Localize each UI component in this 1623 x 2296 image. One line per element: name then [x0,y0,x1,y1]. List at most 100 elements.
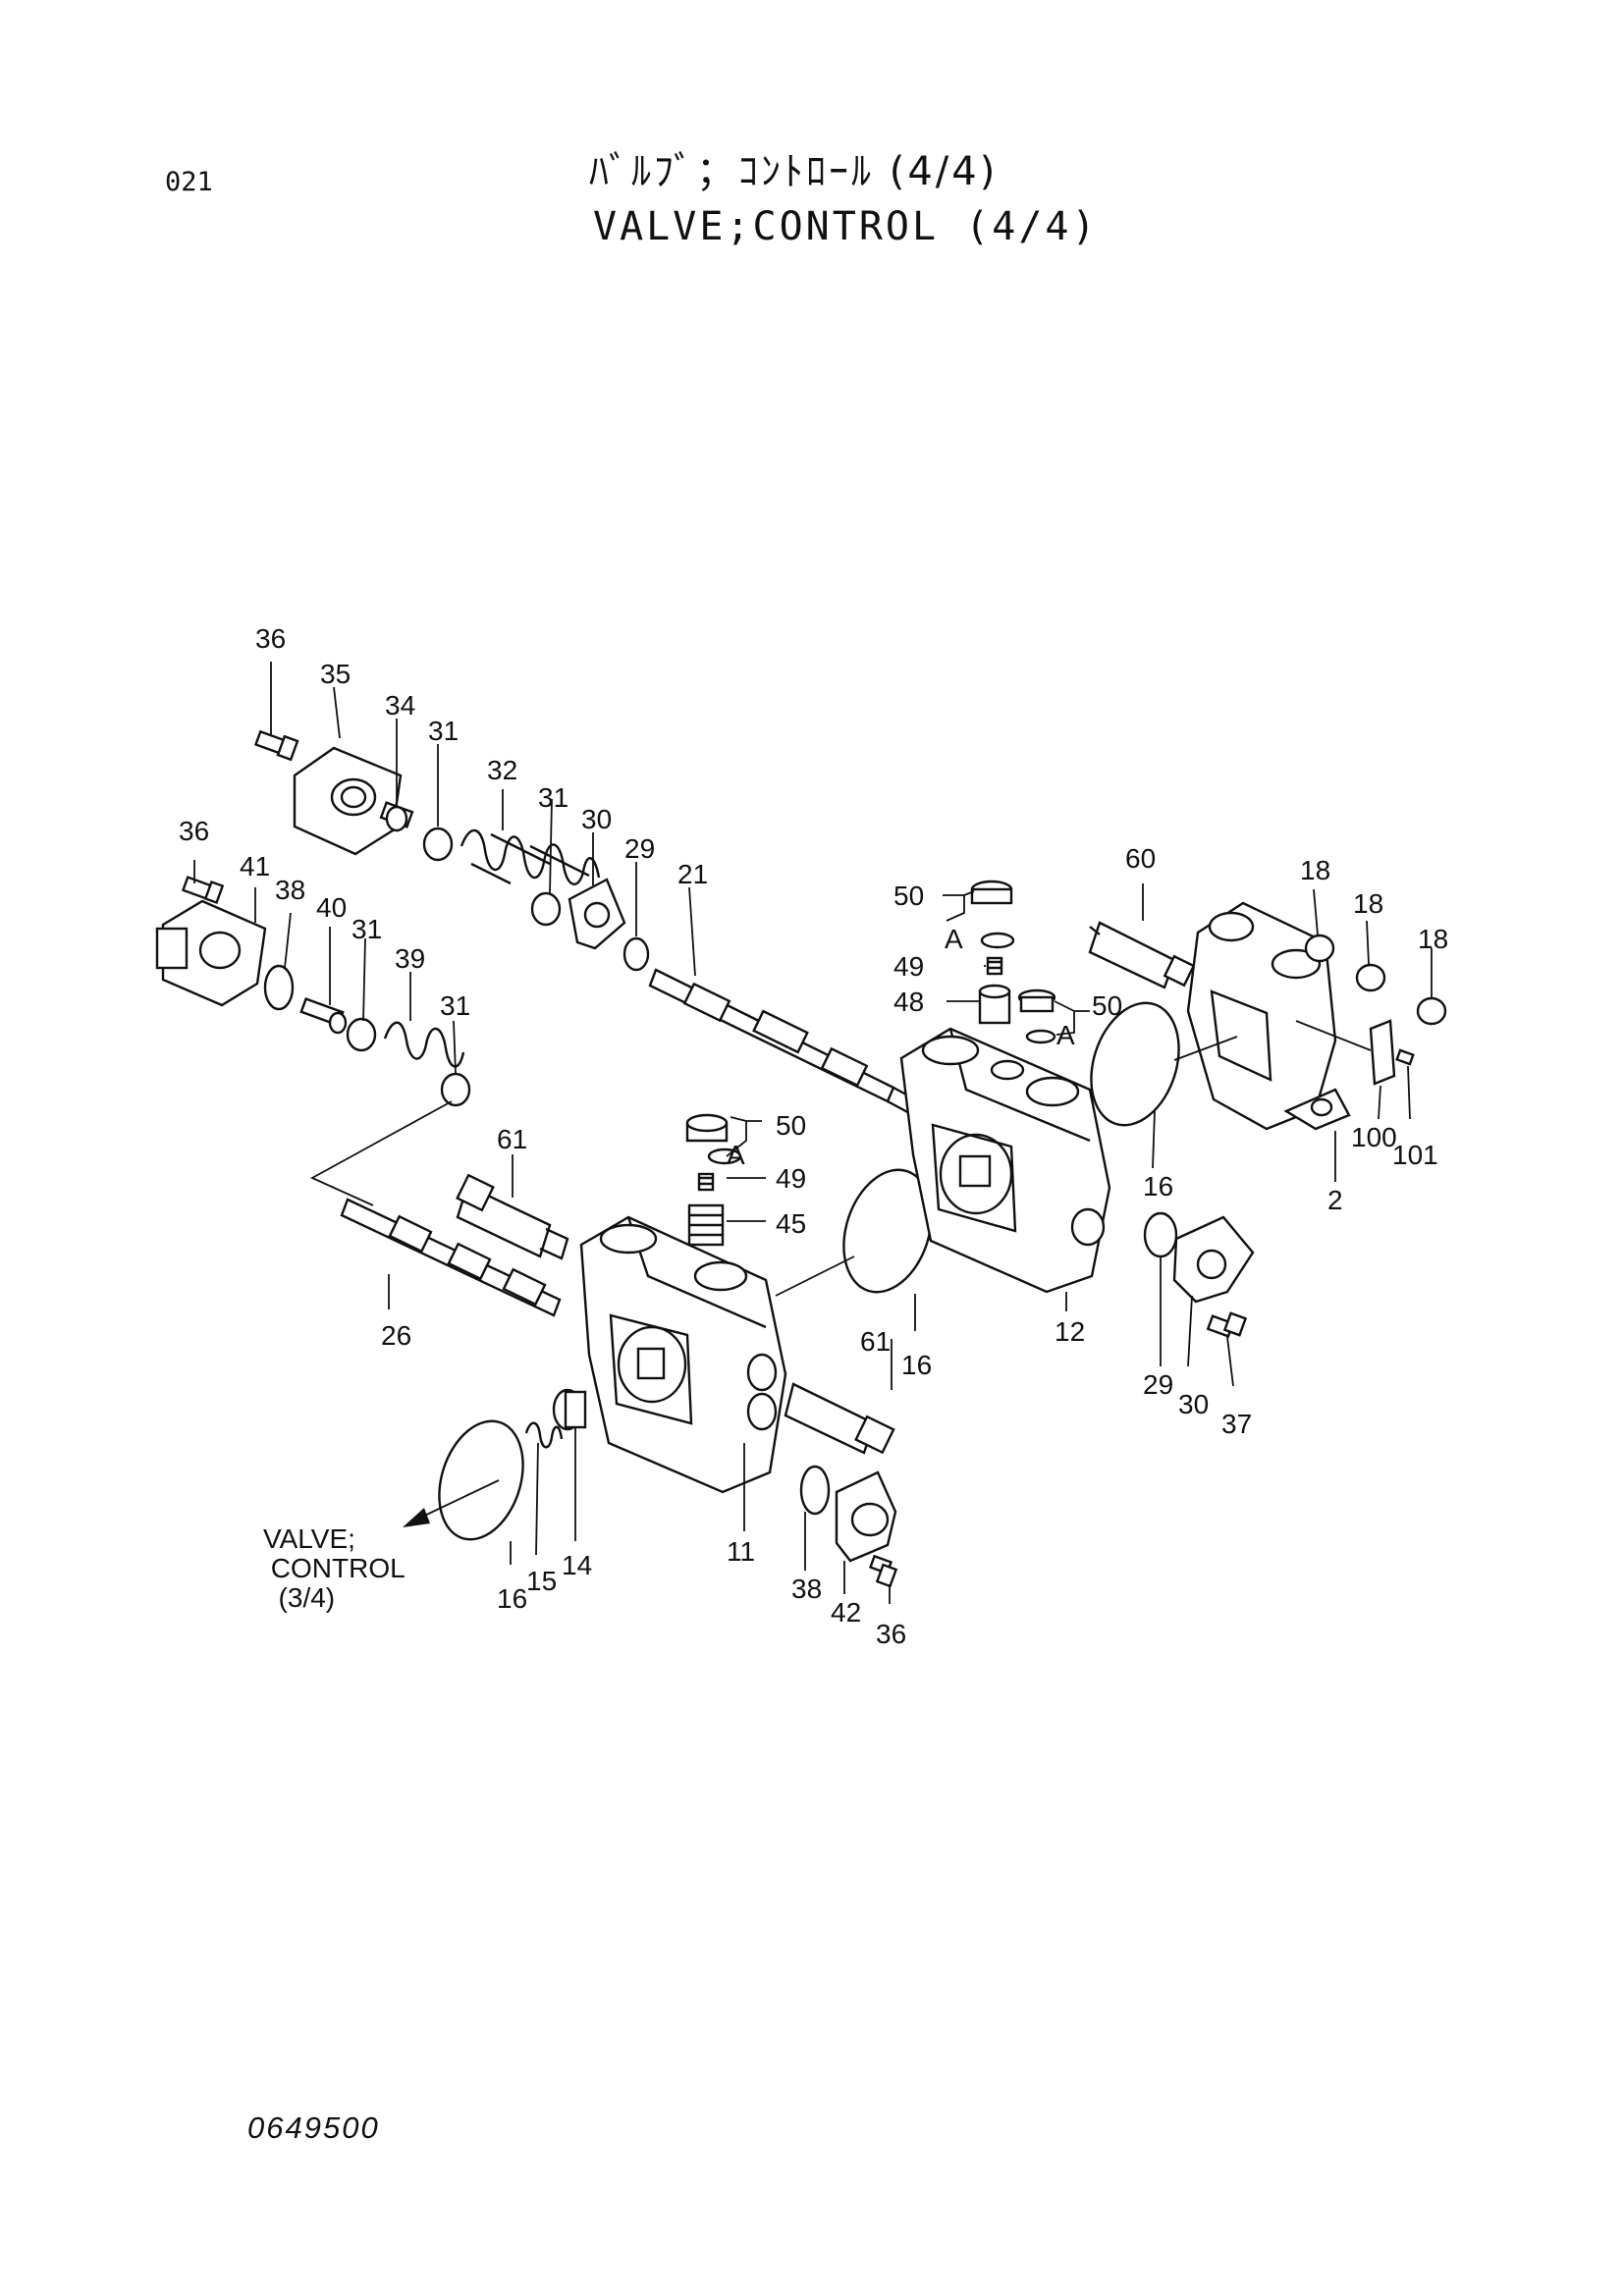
label-29: 29 [1143,1369,1173,1400]
label-40: 40 [316,892,347,923]
label-45: 45 [776,1208,806,1239]
reference-note-line: CONTROL [263,1553,406,1583]
seal-29-upper [622,936,650,972]
title-japanese: ﾊﾞﾙﾌﾞ；ｺﾝﾄﾛｰﾙ (4/4) [589,149,999,194]
valve-body-11 [579,1215,787,1494]
spring-32 [460,828,601,885]
label-36: 36 [876,1619,906,1649]
seal-29-lower [1143,1211,1178,1258]
drawing-number: 0649500 [247,2110,380,2145]
label-31: 31 [352,914,382,944]
label-42: 42 [831,1597,861,1628]
label-16: 16 [497,1583,527,1614]
label-29: 29 [624,833,655,864]
label-26: 26 [381,1320,411,1351]
o-ring-16-left [438,1419,524,1541]
nut-18-c [1416,996,1447,1026]
plug-50-right [1017,988,1056,1044]
label-36: 36 [255,623,286,654]
label-36: 36 [179,816,209,846]
leader-lines [193,662,1433,1604]
label-12: 12 [1055,1316,1085,1347]
label-21: 21 [677,859,708,889]
label-50: 50 [776,1110,806,1141]
nut-18-b [1355,963,1386,992]
label-61: 61 [860,1326,891,1357]
title-english: VALVE;CONTROL (4/4) [593,204,1099,249]
label-31: 31 [538,782,568,813]
label-61: 61 [497,1124,527,1154]
spool-26 [340,1198,562,1317]
label-34: 34 [385,690,415,721]
plate-30-lower [1172,1215,1255,1304]
o-ring-38-left [263,964,295,1011]
check-valve-stack-center [685,1113,742,1247]
label-A: A [727,1140,745,1170]
reference-note-valve-control-3-4: VALVE; CONTROL (3/4) [263,1524,406,1613]
seat-31-c [346,1017,377,1052]
relief-valve-61-upper [456,1173,569,1260]
label-32: 32 [487,755,517,785]
label-15: 15 [526,1566,557,1596]
valve-body-12 [899,1027,1111,1294]
label-2: 2 [1327,1185,1343,1215]
label-41: 41 [240,851,270,881]
label-39: 39 [395,943,425,974]
bolt-37 [1206,1311,1248,1338]
label-31: 31 [440,990,470,1021]
o-ring-38-lower [799,1465,831,1516]
cap-35 [293,746,403,856]
part-labels: 36 35 34 31 32 31 30 29 21 36 41 38 40 3… [179,623,1448,1649]
bolt-36-left [181,876,225,905]
label-101: 101 [1392,1140,1438,1170]
check-valve-stack-upper [970,880,1015,1025]
label-14: 14 [562,1550,592,1580]
assembly-leader-line [309,1100,453,1206]
reference-note-line: VALVE; [263,1523,355,1554]
label-18: 18 [1300,855,1330,885]
poppet-14 [552,1388,587,1431]
label-18: 18 [1353,888,1383,919]
spring-15 [524,1421,564,1449]
label-38: 38 [275,875,305,905]
o-ring-16-right [1090,1001,1180,1127]
label-31: 31 [428,716,459,746]
label-30: 30 [1178,1389,1209,1419]
stud-40 [299,997,348,1035]
label-16: 16 [901,1350,932,1380]
spring-39 [383,1021,465,1068]
label-100: 100 [1351,1122,1397,1152]
cap-41 [155,899,267,1007]
label-38: 38 [791,1574,822,1604]
plate-30-upper [568,878,626,950]
label-49: 49 [893,951,924,982]
reference-note-line: (3/4) [263,1582,336,1613]
label-16: 16 [1143,1171,1173,1201]
upper-spool-cap-assembly [253,729,921,1117]
reference-arrow [403,1479,500,1527]
bolt-36-lower [868,1554,898,1588]
page-number: 021 [165,167,213,197]
label-11: 11 [727,1536,755,1567]
nut-18-a [1304,934,1335,963]
seat-31-d [440,1072,471,1107]
flange-42 [835,1470,897,1563]
nameplate-100 [1369,1019,1396,1086]
label-49: 49 [776,1163,806,1194]
label-60: 60 [1125,843,1156,874]
screw-101 [1395,1048,1415,1066]
relief-valve-60 [1088,921,1196,989]
label-37: 37 [1221,1409,1252,1439]
label-50: 50 [893,881,924,911]
spool-21 [648,968,921,1117]
bolt-36-upper [253,729,299,762]
label-48: 48 [893,987,924,1017]
end-cover-2 [1186,901,1351,1131]
label-30: 30 [581,804,612,834]
lower-spool-cap-assembly [155,876,471,1107]
relief-valve-61-lower [784,1382,895,1455]
label-A: A [945,924,963,954]
label-35: 35 [320,659,351,689]
o-ring-16-mid [842,1168,933,1294]
